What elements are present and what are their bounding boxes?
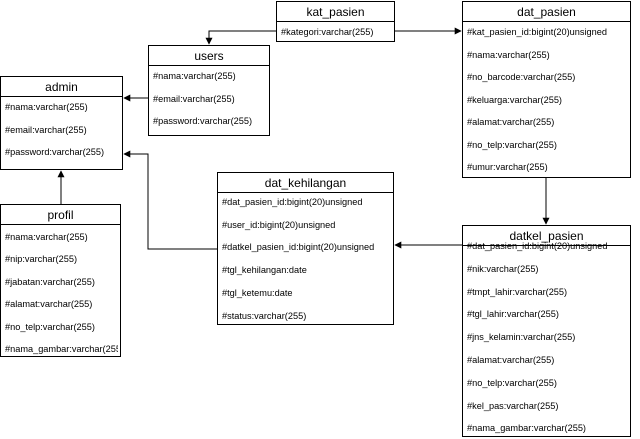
entity-field: #alamat:varchar(255) xyxy=(467,117,555,127)
entity-field: #nama:varchar(255) xyxy=(467,49,550,60)
entity-field: #no_barcode:varchar(255) xyxy=(467,72,576,82)
entity-field: #alamat:varchar(255) xyxy=(5,299,93,310)
entity-field: #dat_pasien_id:bigint(20)unsigned xyxy=(222,197,363,207)
entity-field: #dat_pasien_id:bigint(20)unsigned xyxy=(467,241,608,251)
entity-field: #password:varchar(255) xyxy=(153,116,253,126)
entity-field: #status:varchar(255) xyxy=(222,310,307,321)
entity-field: #kategori:varchar(255) xyxy=(281,27,374,37)
entity-field: #nama:varchar(255) xyxy=(5,232,88,242)
entity-field: #umur:varchar(255) xyxy=(467,162,548,172)
entity-field: #no_telp:varchar(255) xyxy=(467,139,557,150)
entity-field: #tgl_kehilangan:date xyxy=(222,265,307,276)
relation-dat-kehilangan-to-admin xyxy=(123,150,217,250)
entity-field: #email:varchar(255) xyxy=(5,124,87,135)
entity-field: #kel_pas:varchar(255) xyxy=(467,400,559,411)
entity-field: #no_telp:varchar(255) xyxy=(467,377,557,388)
entity-field: #kat_pasien_id:bigint(20)unsigned xyxy=(467,27,607,37)
entity-field: #nik:varchar(255) xyxy=(467,263,539,274)
entity-field: #keluarga:varchar(255) xyxy=(467,94,562,105)
entity-field: #alamat:varchar(255) xyxy=(467,355,555,365)
entity-dat-kehilangan[interactable]: dat_kehilangan #dat_pasien_id:bigint(20)u… xyxy=(217,172,394,325)
entity-dat-pasien[interactable]: dat_pasien #kat_pasien_id:bigint(20)unsig… xyxy=(462,1,631,178)
entity-field: #tgl_ketemu:date xyxy=(222,287,293,298)
entity-field: #nama_gambar:varchar(255) xyxy=(467,423,586,434)
entity-field: #user_id:bigint(20)unsigned xyxy=(222,219,336,230)
entity-profil[interactable]: profil #nama:varchar(255) #nip:varchar(255… xyxy=(0,204,121,357)
entity-field: #email:varchar(255) xyxy=(153,93,235,104)
entity-title: kat_pasien xyxy=(277,2,394,22)
entity-title: users xyxy=(149,46,269,66)
entity-title: admin xyxy=(1,77,122,97)
entity-field: #tgl_lahir:varchar(255) xyxy=(467,309,559,320)
entity-title: dat_kehilangan xyxy=(218,173,393,193)
entity-field: #tmpt_lahir:varchar(255) xyxy=(467,286,568,297)
entity-field: #jns_kelamin:varchar(255) xyxy=(467,332,576,343)
entity-field: #jabatan:varchar(255) xyxy=(5,276,95,287)
entity-field: #password:varchar(255) xyxy=(5,147,105,157)
entity-users[interactable]: users #nama:varchar(255) #email:varchar(25… xyxy=(148,45,270,136)
entity-field: #nama:varchar(255) xyxy=(153,71,236,81)
entity-kat-pasien[interactable]: kat_pasien #kategori:varchar(255) xyxy=(276,1,395,42)
entity-admin[interactable]: admin #nama:varchar(255) #email:varchar(25… xyxy=(0,76,123,170)
entity-title: profil xyxy=(1,205,120,225)
entity-field: #nama_gambar:varchar(255 xyxy=(5,344,118,354)
entity-datkel-pasien[interactable]: datkel_pasien#dat_pasien_id:bigint(20)un… xyxy=(462,225,631,437)
entity-field: #datkel_pasien_id:bigint(20)unsigned xyxy=(222,242,375,253)
entity-title: datkel_pasien xyxy=(463,226,630,246)
entity-field: #nama:varchar(255) xyxy=(5,102,88,112)
relation-kat-pasien-to-users xyxy=(205,30,276,45)
entity-title: dat_pasien xyxy=(463,2,630,22)
entity-field: #nip:varchar(255) xyxy=(5,254,78,265)
entity-field: #no_telp:varchar(255) xyxy=(5,321,95,332)
